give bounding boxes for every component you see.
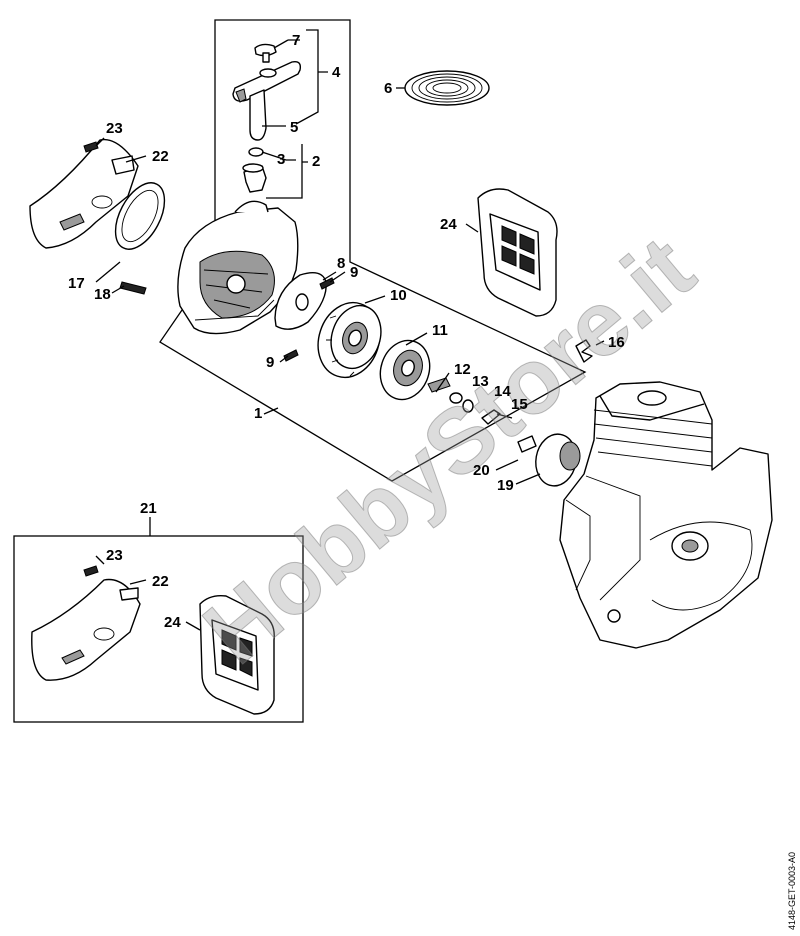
fan-housing-part: [177, 200, 299, 335]
pawl-carrier-part: [379, 339, 431, 401]
spring-clip-part: [481, 409, 501, 425]
callout-10: 10: [390, 287, 407, 304]
callout-21: 21: [140, 500, 157, 517]
air-filter-part-upper: [477, 188, 558, 317]
screw-part-lower: [283, 349, 299, 362]
callout-11: 11: [432, 322, 448, 339]
callout-20: 20: [473, 462, 490, 479]
callout-13: 13: [472, 373, 489, 390]
callout-23-lower: 23: [106, 547, 123, 564]
clip-part: [462, 399, 474, 413]
retaining-clip-part: [575, 339, 593, 363]
callout-6: 6: [384, 80, 392, 97]
screw-part-18: [119, 281, 147, 295]
callout-22-lower: 22: [152, 573, 169, 590]
assembly-21-box: [13, 535, 304, 723]
callout-2: 2: [312, 153, 320, 170]
shroud-part-upper: [29, 138, 139, 249]
callout-16: 16: [608, 334, 625, 351]
callout-18: 18: [94, 286, 111, 303]
screw-part-23-lower: [83, 565, 99, 577]
callout-8: 8: [337, 255, 345, 272]
washer-part: [274, 272, 327, 330]
callout-9-lower: 9: [266, 354, 274, 371]
callout-9-upper: 9: [350, 264, 358, 281]
screw-part-23-upper: [83, 141, 99, 153]
callout-24-lower: 24: [164, 614, 181, 631]
leader-lines: [95, 29, 605, 631]
gasket-ring-part: [114, 182, 166, 250]
grip-insert-part: [254, 43, 277, 63]
callout-3: 3: [277, 151, 285, 168]
callout-14: 14: [494, 383, 511, 400]
rope-ring-part: [248, 147, 264, 157]
callout-22-upper: 22: [152, 148, 169, 165]
rewind-spring-part: [404, 70, 490, 106]
callout-15: 15: [511, 396, 528, 413]
callout-23-upper: 23: [106, 120, 123, 137]
flywheel-rotor-part: [535, 433, 581, 487]
shroud-part-lower: [31, 578, 141, 681]
starter-grip-part: [232, 60, 302, 141]
document-id: 4148-GET-0003-A0: [787, 852, 797, 930]
rope-guide-bush-part: [242, 163, 267, 193]
callout-24-upper: 24: [440, 216, 457, 233]
flywheel-nut-part: [517, 435, 537, 453]
air-filter-part-lower: [199, 594, 275, 715]
callout-labels: 1 2 3 4 5 6 7 8 9 9 10 11 12 13 14 15 16…: [68, 32, 625, 631]
callout-1: 1: [254, 405, 262, 422]
pawl-part: [427, 377, 451, 393]
callout-5: 5: [290, 119, 298, 136]
spring-part: [449, 392, 463, 404]
callout-12: 12: [454, 361, 471, 378]
callout-19: 19: [497, 477, 514, 494]
callout-7: 7: [292, 32, 300, 49]
rope-rotor-part: [317, 301, 382, 379]
callout-4: 4: [332, 64, 341, 81]
callout-17: 17: [68, 275, 85, 292]
screw-part-upper: [319, 277, 335, 290]
engine-block-part: [559, 381, 773, 649]
